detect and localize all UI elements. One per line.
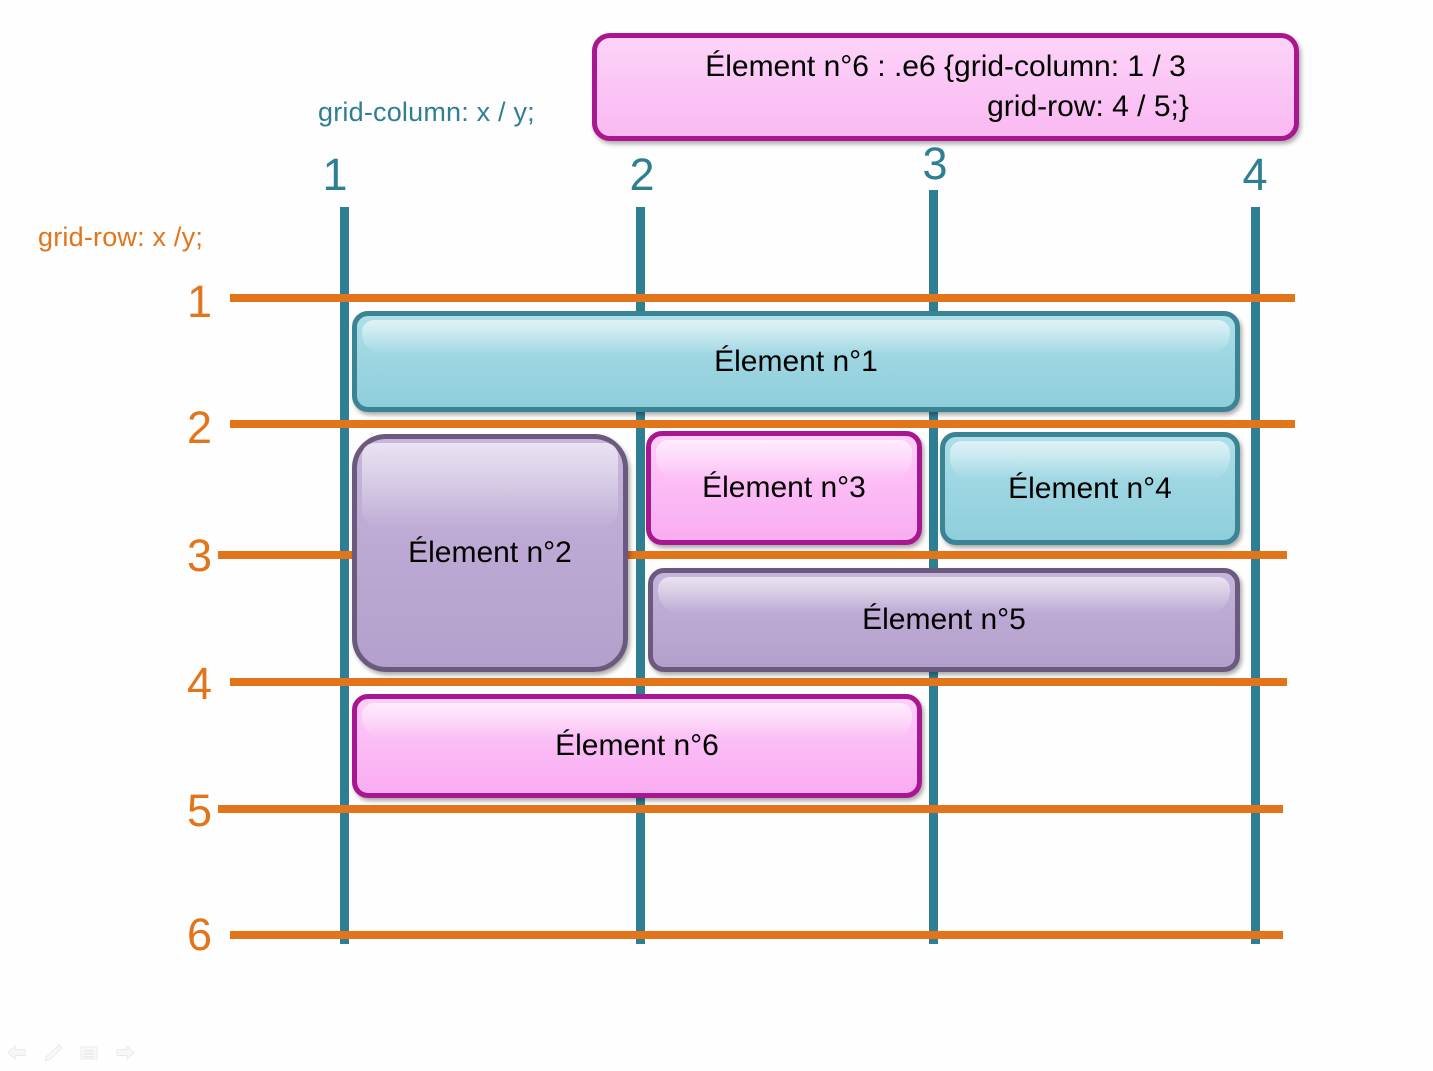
grid-element-label: Élement n°2 <box>408 536 572 569</box>
row-number-2: 2 <box>186 402 212 453</box>
row-line-4 <box>230 678 1287 686</box>
grid-element-1: Élement n°1 <box>352 311 1240 412</box>
grid-element-6: Élement n°6 <box>352 694 922 798</box>
row-number-6: 6 <box>186 909 212 960</box>
box-gloss <box>362 443 618 530</box>
column-number-4: 4 <box>1242 149 1268 200</box>
grid-element-label: Élement n°4 <box>1008 471 1172 505</box>
grid-element-label: Élement n°1 <box>714 344 878 378</box>
legend-grid-column-syntax: grid-column: x / y; <box>318 97 535 127</box>
grid-element-label: Élement n°6 <box>555 729 719 762</box>
grid-element-5: Élement n°5 <box>648 568 1240 672</box>
column-line-1 <box>340 207 349 944</box>
row-number-5: 5 <box>186 785 212 836</box>
column-line-2 <box>636 207 645 944</box>
callout-line-1: Élement n°6 : .e6 {grid-column: 1 / 3 <box>705 50 1186 83</box>
callout-line-2: grid-row: 4 / 5;} <box>987 90 1189 123</box>
row-number-1: 1 <box>186 276 212 327</box>
grid-element-label: Élement n°5 <box>862 603 1026 636</box>
row-line-1 <box>230 294 1295 302</box>
bottom-toolbar[interactable] <box>6 1043 136 1063</box>
grid-element-label: Élement n°3 <box>702 471 866 504</box>
legend-grid-row-syntax: grid-row: x /y; <box>38 222 204 252</box>
column-line-3 <box>929 190 938 944</box>
row-line-5 <box>218 805 1283 813</box>
grid-element-3: Élement n°3 <box>646 431 922 545</box>
row-line-3 <box>218 551 1287 559</box>
row-number-3: 3 <box>186 530 212 581</box>
column-number-1: 1 <box>322 149 348 200</box>
column-number-2: 2 <box>629 149 655 200</box>
back-arrow-icon[interactable] <box>6 1043 28 1063</box>
grid-element-2: Élement n°2 <box>352 434 628 672</box>
list-icon[interactable] <box>78 1043 100 1063</box>
column-line-4 <box>1251 207 1260 944</box>
grid-element-4: Élement n°4 <box>940 432 1240 545</box>
forward-arrow-icon[interactable] <box>114 1043 136 1063</box>
column-number-3: 3 <box>922 138 948 189</box>
pencil-icon[interactable] <box>42 1043 64 1063</box>
row-line-6 <box>230 931 1283 939</box>
row-number-4: 4 <box>186 658 212 709</box>
row-line-2 <box>230 420 1295 428</box>
callout-element6-css: Élement n°6 : .e6 {grid-column: 1 / 3 gr… <box>592 33 1299 141</box>
